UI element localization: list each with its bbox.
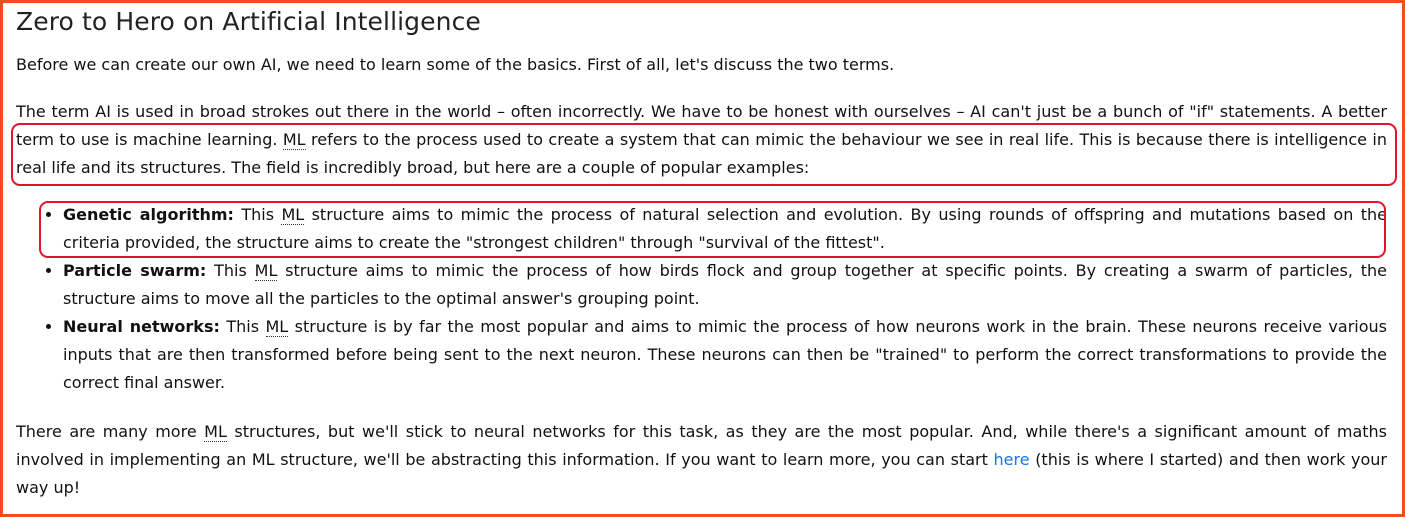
ml-abbreviation[interactable]: ML (265, 317, 289, 337)
list-item-text: structure aims to mimic the process of n… (63, 205, 1388, 252)
ai-definition-paragraph: The term AI is used in broad strokes out… (16, 98, 1387, 182)
ml-abbreviation[interactable]: ML (204, 422, 227, 442)
paragraph-text: structures, but we'll stick to neural ne… (16, 422, 1387, 469)
list-item-text: structure is by far the most popular and… (63, 317, 1387, 392)
here-link[interactable]: here (993, 450, 1030, 469)
list-item-text: structure aims to mimic the process of h… (63, 261, 1387, 308)
list-item-text: This (206, 261, 255, 280)
list-item-term: Genetic algorithm: (63, 205, 234, 224)
ml-abbreviation[interactable]: ML (254, 261, 278, 281)
paragraph-text: refers to the process used to create a s… (16, 130, 1388, 177)
ml-abbreviation[interactable]: ML (282, 130, 306, 150)
list-item-text: This (219, 317, 266, 336)
examples-list: Genetic algorithm: This ML structure aim… (16, 201, 1387, 397)
list-item-term: Neural networks: (63, 317, 220, 336)
list-item-term: Particle swarm: (63, 261, 207, 280)
list-item-particle-swarm: Particle swarm: This ML structure aims t… (63, 257, 1387, 313)
page-title: Zero to Hero on Artificial Intelligence (16, 7, 481, 36)
closing-paragraph: There are many more ML structures, but w… (16, 418, 1387, 502)
paragraph-text: The term AI is used in broad strokes out… (16, 102, 1387, 149)
paragraph-text: There are many more (16, 422, 205, 441)
paragraph-text: (this is where I started) and then work … (16, 450, 1387, 497)
list-item-text: This (233, 205, 282, 224)
list-item-neural-networks: Neural networks: This ML structure is by… (63, 313, 1387, 397)
ml-abbreviation[interactable]: ML (281, 205, 305, 225)
list-item-genetic-algorithm: Genetic algorithm: This ML structure aim… (63, 201, 1387, 257)
intro-paragraph: Before we can create our own AI, we need… (16, 55, 895, 74)
